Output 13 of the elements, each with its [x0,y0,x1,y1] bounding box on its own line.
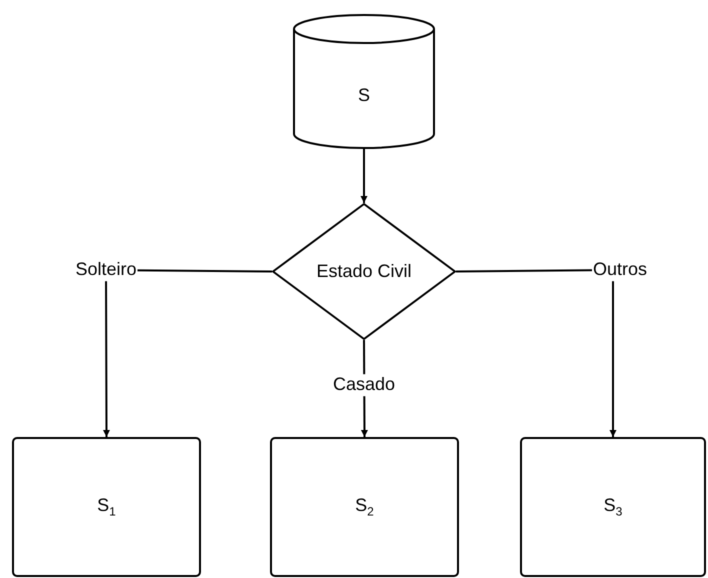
node-label: S$_{2}$ [355,495,374,519]
edge-label: Outros [592,259,648,281]
process-box [270,437,459,577]
edge-label: Casado [332,374,396,396]
node-label: S$_{3}$ [604,495,622,519]
node-label: S [358,85,370,106]
process-box [520,437,706,577]
process-box [12,437,201,577]
arrow [360,148,368,203]
node-label: S$_{1}$ [97,495,116,519]
edge-label: Solteiro [74,259,138,281]
node-label: Estado Civil [316,261,412,282]
arrow [456,269,616,437]
